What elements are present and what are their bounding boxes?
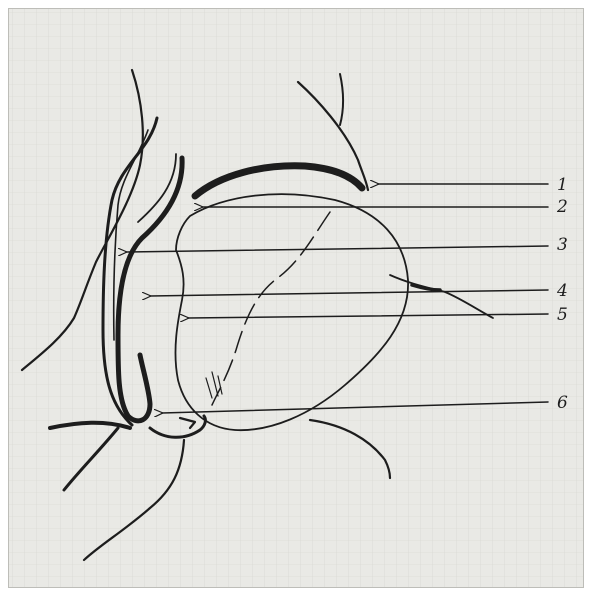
label-1: 1 — [557, 175, 568, 195]
label-5: 5 — [557, 305, 568, 325]
label-2: 2 — [556, 197, 568, 217]
label-6: 6 — [557, 393, 568, 413]
label-4: 4 — [556, 281, 568, 301]
paper-grid — [9, 9, 583, 587]
label-3: 3 — [557, 235, 568, 255]
